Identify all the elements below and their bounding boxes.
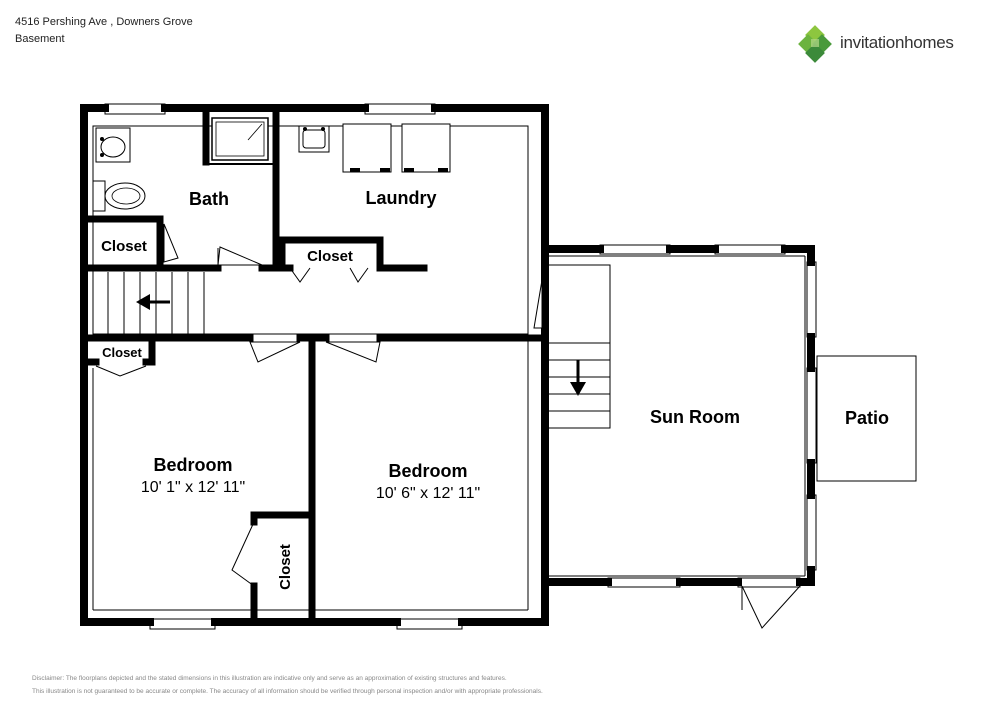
windows <box>104 103 817 630</box>
stair-arrow-left-icon <box>136 294 170 310</box>
room-label-closet-vertical: Closet <box>277 544 294 590</box>
stairs-sunroom <box>547 264 611 429</box>
laundry-sink-icon <box>298 125 330 153</box>
property-address: 4516 Pershing Ave , Downers Grove <box>15 16 193 28</box>
room-label-closet-small: Closet <box>102 345 142 360</box>
brand-name: invitationhomes <box>840 33 954 52</box>
patio-outline <box>816 355 917 482</box>
sink-icon <box>95 127 131 163</box>
disclaimer-line-2: This illustration is not guaranteed to b… <box>32 688 543 695</box>
interior-walls <box>84 108 546 622</box>
room-label-sun-room: Sun Room <box>650 407 740 427</box>
door-swings <box>95 223 801 629</box>
stairs-main <box>92 272 205 334</box>
floor-level: Basement <box>15 33 65 45</box>
stair-arrow-down-icon <box>570 360 586 396</box>
washer-dryer-icon <box>342 123 451 173</box>
disclaimer-line-1: Disclaimer: The floorplans depicted and … <box>32 675 507 682</box>
room-label-bath: Bath <box>189 189 229 209</box>
brand-logo: invitationhomes <box>798 25 988 65</box>
toilet-icon <box>92 180 146 212</box>
room-label-closet-laundry: Closet <box>307 248 353 265</box>
room-label-bedroom-2: Bedroom <box>388 461 467 481</box>
room-label-laundry: Laundry <box>365 188 436 208</box>
room-dims-bedroom-1: 10' 1" x 12' 11" <box>141 479 245 496</box>
shower-icon <box>211 117 269 161</box>
room-label-closet-bath: Closet <box>101 238 147 255</box>
green-diamond-logo-icon <box>798 25 832 63</box>
exterior-walls <box>80 104 815 626</box>
room-label-patio: Patio <box>845 408 889 428</box>
room-label-bedroom-1: Bedroom <box>153 455 232 475</box>
room-dims-bedroom-2: 10' 6" x 12' 11" <box>376 485 480 502</box>
